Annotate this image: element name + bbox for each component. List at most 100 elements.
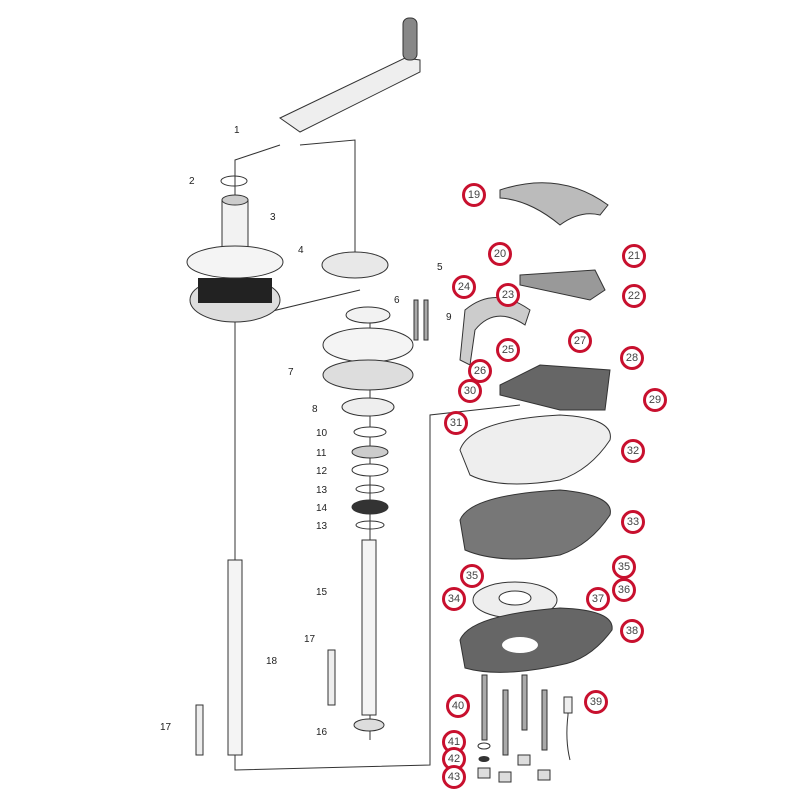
callout-number: 35 [618, 561, 630, 573]
callout-number: 43 [448, 771, 460, 783]
callout-badge: 26 [468, 359, 492, 383]
callout-badge: 35 [612, 555, 636, 579]
callout-circle [643, 388, 667, 412]
drum-shaft [221, 194, 249, 251]
studs-and-nuts [477, 674, 551, 783]
drive-shaft [227, 559, 243, 756]
callout-number: 31 [450, 417, 462, 429]
callout-number: 41 [448, 736, 460, 748]
callout-circle [442, 765, 466, 789]
callout-number: 27 [574, 335, 586, 347]
part-label: 10 [316, 428, 328, 439]
part-label: 16 [316, 727, 328, 738]
callout-circle [452, 275, 476, 299]
callout-circle [620, 346, 644, 370]
part-label: 13 [316, 485, 328, 496]
cover [499, 182, 609, 226]
part-number-labels: 1 2 3 4 5 6 9 7 8 10 11 12 13 14 13 15 1… [160, 125, 452, 738]
bearing-ring [341, 397, 395, 417]
callout-circle [622, 244, 646, 268]
cable [566, 700, 571, 761]
callout-badge: 21 [622, 244, 646, 268]
callout-badge: 34 [442, 587, 466, 611]
guide-bracket [519, 269, 606, 301]
callout-circle [612, 578, 636, 602]
callout-circle [446, 694, 470, 718]
winch-drum [186, 245, 284, 323]
callout-badge: 40 [446, 694, 470, 718]
callout-number: 25 [502, 344, 514, 356]
callout-badge: 37 [586, 587, 610, 611]
callout-number: 39 [590, 696, 602, 708]
sensor [563, 696, 573, 714]
callout-circle [496, 283, 520, 307]
part-label: 14 [316, 503, 328, 514]
callout-circle [621, 510, 645, 534]
base-plate-middle [459, 489, 611, 560]
callout-number: 22 [628, 290, 640, 302]
callout-badge: 33 [621, 510, 645, 534]
key-pin [195, 704, 204, 756]
bottom-bearing [353, 718, 385, 732]
housing-bore [498, 590, 532, 606]
callout-number: 21 [628, 250, 640, 262]
callout-badge: 24 [452, 275, 476, 299]
callout-badge: 19 [462, 183, 486, 207]
callout-badge: 32 [621, 439, 645, 463]
part-label: 7 [288, 367, 294, 378]
callout-number: 37 [592, 593, 604, 605]
callout-circle [458, 379, 482, 403]
part-label: 17 [160, 722, 172, 733]
callout-circle [620, 619, 644, 643]
callout-badge: 23 [496, 283, 520, 307]
callout-number: 20 [494, 248, 506, 260]
part-label: 18 [266, 656, 278, 667]
callout-badge: 43 [442, 765, 466, 789]
callout-circle [488, 242, 512, 266]
base-plate-top [459, 414, 611, 485]
main-shaft [361, 539, 377, 716]
callout-number: 42 [448, 753, 460, 765]
callout-number: 40 [452, 700, 464, 712]
part-label: 4 [298, 245, 304, 256]
part-label: 17 [304, 634, 316, 645]
clutch-block [499, 364, 611, 411]
callouts: 19 20 21 22 23 24 25 26 27 28 29 30 31 32 33 35 35 36 37 34… [442, 183, 667, 789]
washer [345, 306, 391, 324]
callout-number: 19 [468, 189, 480, 201]
gasket [459, 607, 613, 673]
part-label: 15 [316, 587, 328, 598]
drum-cap [321, 251, 389, 279]
callout-badge: 29 [643, 388, 667, 412]
callout-number: 28 [626, 352, 638, 364]
callout-circle [442, 587, 466, 611]
callout-circle [584, 690, 608, 714]
callout-badge: 36 [612, 578, 636, 602]
callout-badge: 25 [496, 338, 520, 362]
callout-number: 30 [464, 385, 476, 397]
part-label: 9 [446, 312, 452, 323]
key-pin [327, 649, 336, 706]
callout-number: 23 [502, 289, 514, 301]
callout-circle [612, 555, 636, 579]
callout-badge: 30 [458, 379, 482, 403]
callout-badge: 41 [442, 730, 466, 754]
callout-number: 34 [448, 593, 460, 605]
part-label: 6 [394, 295, 400, 306]
callout-circle [468, 359, 492, 383]
callout-circle [444, 411, 468, 435]
bearing-stack [351, 426, 389, 530]
callout-circle [622, 284, 646, 308]
gasket-hole [502, 637, 538, 653]
callout-number: 32 [627, 445, 639, 457]
callout-badge: 31 [444, 411, 468, 435]
winch-handle [279, 17, 421, 133]
callout-badge: 20 [488, 242, 512, 266]
callout-circle [621, 439, 645, 463]
callout-circle [462, 183, 486, 207]
callout-number: 26 [474, 365, 486, 377]
callout-badge: 39 [584, 690, 608, 714]
callout-number: 35 [466, 570, 478, 582]
